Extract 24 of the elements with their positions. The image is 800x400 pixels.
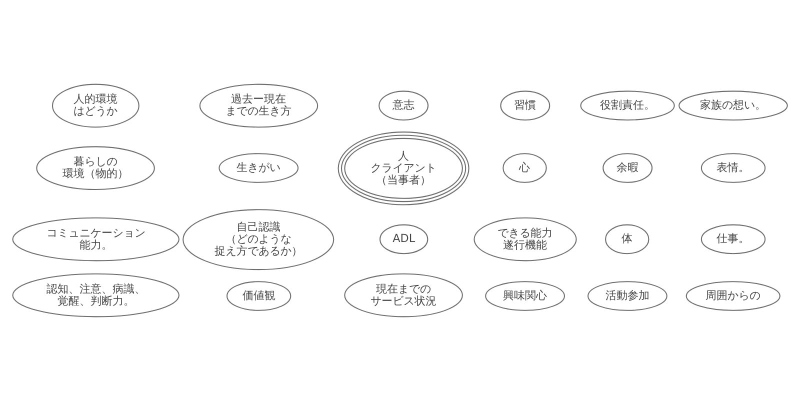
node-ellipse: 価値観 <box>226 280 292 310</box>
node-ellipse: 認知、注意、病識、覚醒、判断力。 <box>12 272 180 317</box>
node-ellipse: 心 <box>502 152 547 182</box>
node-ellipse: 人的環境はどうか <box>52 83 140 128</box>
node-ellipse: 自己認識 （どのような捉え方であるか） <box>182 208 334 270</box>
node-ellipse: 表情。 <box>700 152 766 182</box>
node-ellipse: 人 クライアント（当事者） <box>338 131 470 205</box>
node-ellipse: 習慣 <box>500 90 550 120</box>
node-ellipse: 周囲からの <box>686 280 780 310</box>
node-ellipse: 活動参加 <box>588 280 668 310</box>
node-ellipse: 過去ー現在までの生き方 <box>199 83 318 128</box>
node-ellipse: 意志 <box>378 90 429 120</box>
node-ellipse: コミュニケーション能力。 <box>12 216 180 261</box>
node-ellipse: ADL <box>379 224 428 254</box>
node-ellipse: 現在までのサービス状況 <box>344 272 463 317</box>
node-ellipse: 仕事。 <box>700 224 766 254</box>
node-ellipse: 生きがい <box>218 152 299 182</box>
node-ellipse: 暮らしの環境（物的） <box>36 146 155 190</box>
node-ellipse: 興味関心 <box>485 280 565 310</box>
node-ellipse: 役割責任。 <box>580 90 675 120</box>
node-ellipse: 家族の想い。 <box>678 90 788 120</box>
node-ellipse: 体 <box>605 224 650 254</box>
node-ellipse: できる能力 遂行機能 <box>474 216 577 261</box>
node-ellipse: 余暇 <box>602 152 653 182</box>
